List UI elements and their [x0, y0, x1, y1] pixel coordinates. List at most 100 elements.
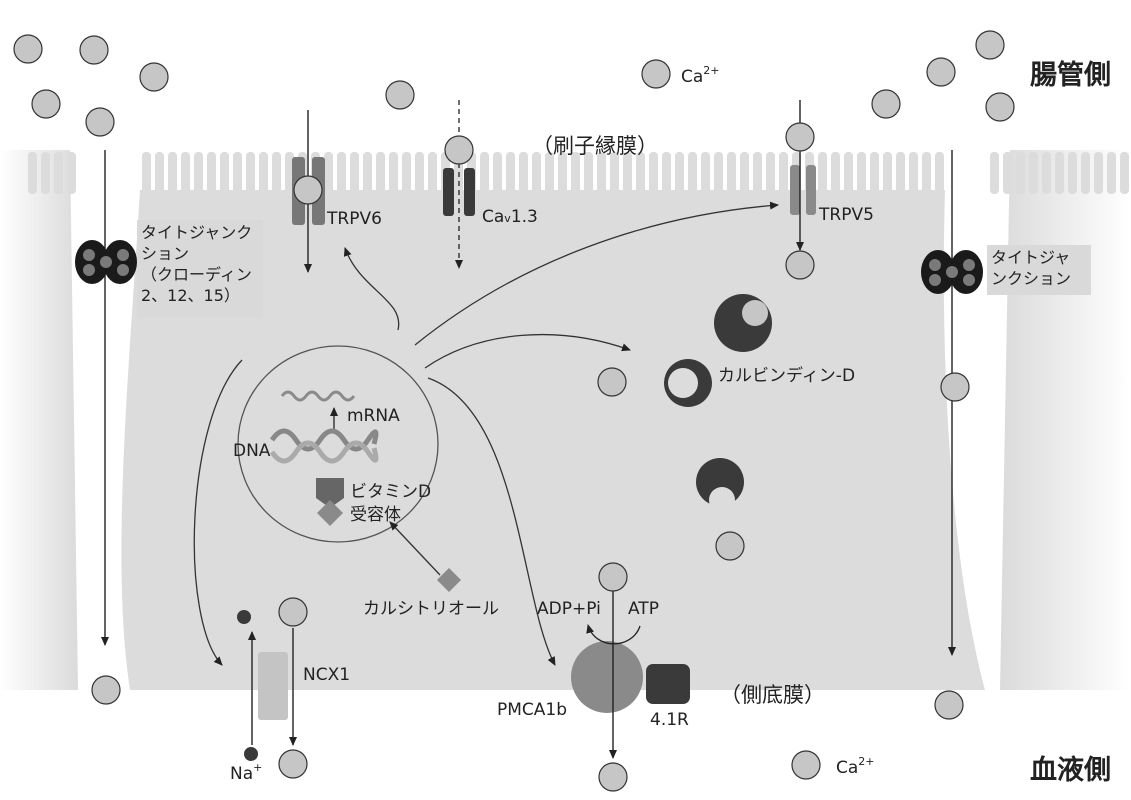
microvillus [532, 152, 541, 194]
microvillus [597, 152, 606, 194]
trpv5-channel-icon [790, 165, 816, 215]
microvillus [675, 152, 684, 194]
calcium-ion-icon [385, 80, 415, 110]
mrna-label: mRNA [347, 406, 400, 426]
microvillus [415, 152, 424, 194]
basolateral-label: （側底膜） [720, 683, 825, 707]
microvillus [649, 152, 658, 194]
dna-helix-icon [269, 428, 379, 464]
microvillus [1016, 152, 1025, 194]
microvillus [688, 152, 697, 194]
calcium-ion-icon [985, 92, 1015, 122]
microvillus [584, 152, 593, 194]
calcium-ion-icon [785, 250, 815, 280]
calcium-ion-icon [444, 135, 474, 165]
calcitriol-label: カルシトリオール [363, 599, 499, 619]
microvillus [844, 152, 853, 194]
calcium-ion-icon [598, 562, 628, 592]
arrow-to-calbindin [424, 333, 631, 369]
pmca1b-label: PMCA1b [497, 700, 567, 720]
calcium-ion-icon [13, 34, 43, 64]
tight-junction-left-label: タイトジャンク ション （クローディン 2、12、15） [137, 220, 263, 318]
calcium-label-bottom: Ca2+ [836, 755, 875, 778]
microvillus [740, 152, 749, 194]
calcium-ion-icon [598, 762, 628, 792]
calcium-ion-icon [79, 35, 109, 65]
atp-label: ATP [628, 599, 659, 619]
tight-junction-right-line: ンクション [991, 269, 1072, 288]
microvillus [727, 152, 736, 194]
arrow-to-trpv6 [343, 247, 400, 331]
adp-pi-label: ADP+Pi [537, 599, 601, 619]
microvillus [428, 152, 437, 194]
microvillus [779, 152, 788, 194]
microvillus [142, 152, 151, 194]
protein-41r-label: 4.1R [650, 710, 689, 730]
calcium-ion-icon [278, 749, 308, 779]
microvillus [402, 152, 411, 194]
microvillus [233, 152, 242, 194]
microvillus [285, 152, 294, 194]
microvillus [1068, 152, 1077, 194]
microvillus [857, 152, 866, 194]
tight-junction-left-icon [75, 240, 137, 284]
mrna-strand [280, 390, 356, 402]
microvillus [493, 152, 502, 194]
microvillus [324, 152, 333, 194]
microvillus [990, 152, 999, 194]
microvillus [207, 152, 216, 194]
calcium-ion-icon [975, 30, 1005, 60]
microvillus [480, 152, 489, 194]
microvillus [558, 152, 567, 194]
calcium-ion-icon [85, 107, 115, 137]
calbindin-protein-icon [664, 294, 772, 513]
calcium-ion-icon [139, 62, 169, 92]
microvillus [831, 152, 840, 194]
calcium-ion-icon [934, 690, 964, 720]
protein-41r-icon [646, 664, 690, 704]
microvillus [155, 152, 164, 194]
microvillus [168, 152, 177, 194]
microvillus [376, 152, 385, 194]
microvillus [1107, 152, 1116, 194]
microvillus [766, 152, 775, 194]
calcium-ion-icon [641, 59, 671, 89]
microvillus [870, 152, 879, 194]
microvillus [1120, 152, 1129, 194]
microvillus [194, 152, 203, 194]
microvillus [246, 152, 255, 194]
microvillus [519, 152, 528, 194]
cav13-label: Cav1.3 [482, 207, 538, 227]
calcitriol-molecule-icon [437, 568, 461, 592]
microvillus [714, 152, 723, 194]
dna-label: DNA [233, 441, 271, 461]
microvillus [1029, 152, 1038, 194]
microvillus [935, 152, 944, 194]
microvillus [818, 152, 827, 194]
calcium-ion-icon [715, 531, 745, 561]
tight-junction-left-line: タイトジャンク [141, 223, 253, 242]
microvillus [701, 152, 710, 194]
microvillus [220, 152, 229, 194]
tight-junction-right-label: タイトジャ ンクション [987, 245, 1091, 295]
microvillus [662, 152, 671, 194]
microvillus [506, 152, 515, 194]
microvillus [181, 152, 190, 194]
atp-hydrolysis-arrow [586, 624, 641, 645]
ncx1-label: NCX1 [303, 665, 350, 685]
microvillus [1003, 152, 1012, 194]
sodium-ion-icon [244, 747, 258, 761]
calbindin-label: カルビンディン-D [718, 365, 855, 386]
microvillus [350, 152, 359, 194]
microvillus [1042, 152, 1051, 194]
arrow-calcitriol-to-vdr [389, 521, 441, 576]
microvillus [922, 152, 931, 194]
calcium-ion-icon [278, 597, 308, 627]
microvillus [545, 152, 554, 194]
microvillus [54, 152, 63, 194]
tight-junction-left-line: （クローディン [141, 265, 252, 284]
microvillus [883, 152, 892, 194]
microvillus [389, 152, 398, 194]
lumen-side-label: 腸管側 [1030, 60, 1111, 91]
tight-junction-left-line: ション [141, 244, 190, 263]
